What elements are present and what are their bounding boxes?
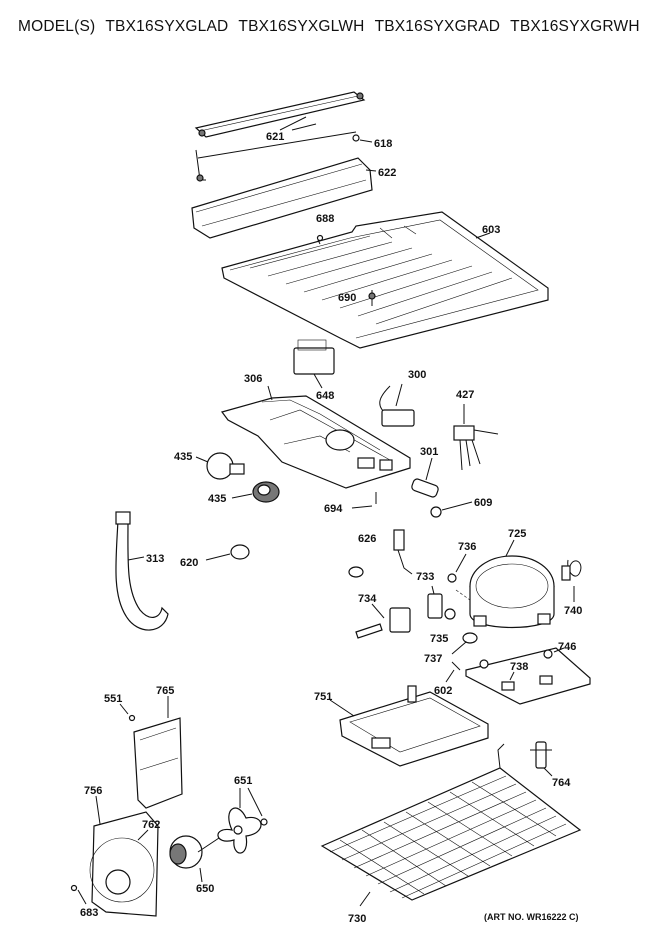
part-label-313: 313	[146, 553, 164, 565]
part-label-734: 734	[358, 593, 377, 605]
part-label-435-socket: 435	[208, 493, 226, 505]
part-label-735: 735	[430, 633, 448, 645]
part-label-737: 737	[424, 653, 442, 665]
part-label-300: 300	[408, 369, 426, 381]
part-626	[348, 529, 413, 578]
model-list-header: MODEL(S) TBX16SYXGLAD TBX16SYXGLWH TBX16SYX…	[18, 18, 668, 36]
part-736	[447, 553, 467, 583]
screw-683	[70, 884, 87, 905]
model-number: TBX16SYXGRWH	[510, 18, 640, 35]
fan-blade-651	[217, 787, 268, 854]
part-label-620: 620	[180, 557, 198, 569]
part-620	[205, 544, 250, 561]
mounting-plate-746	[465, 647, 591, 705]
part-label-733: 733	[416, 571, 434, 583]
screw-694	[351, 492, 377, 509]
part-label-609: 609	[474, 497, 492, 509]
capacitor-734	[355, 603, 411, 639]
part-label-626: 626	[358, 533, 376, 545]
part-label-688: 688	[316, 213, 334, 225]
screw-551	[119, 703, 136, 722]
connector-427	[453, 404, 499, 471]
part-label-762: 762	[142, 819, 160, 831]
part-label-690: 690	[338, 292, 356, 304]
compressor-725	[455, 539, 555, 628]
part-label-306: 306	[244, 373, 262, 385]
part-label-764: 764	[552, 777, 571, 789]
part-label-602: 602	[434, 685, 452, 697]
part-label-301: 301	[420, 446, 438, 458]
cover-765	[133, 696, 183, 809]
grommet-737	[451, 632, 478, 655]
part-label-603: 603	[482, 224, 500, 236]
rail-assembly	[194, 91, 373, 143]
part-label-683: 683	[80, 907, 98, 919]
part-label-725: 725	[508, 528, 526, 540]
shelf-603	[221, 211, 549, 349]
model-number: TBX16SYXGLAD	[105, 18, 229, 35]
part-label-648: 648	[316, 390, 334, 402]
part-label-730: 730	[348, 913, 366, 925]
part-label-738: 738	[510, 661, 528, 673]
part-number-labels: 621 618 622 688 603 690 648 306 300 427 …	[80, 131, 582, 925]
overload-735	[444, 608, 456, 620]
drain-tube-313	[115, 511, 169, 631]
part-label-622: 622	[378, 167, 396, 179]
light-socket-435	[231, 481, 280, 503]
part-label-650: 650	[196, 883, 214, 895]
part-label-746: 746	[558, 641, 576, 653]
fan-shroud-756	[89, 795, 159, 917]
relay-733	[427, 585, 443, 619]
drain-pan-751	[329, 685, 489, 767]
damper-shaft	[195, 131, 357, 182]
part-label-740: 740	[564, 605, 582, 617]
part-label-736: 736	[458, 541, 476, 553]
part-label-551: 551	[104, 693, 122, 705]
screw-602	[445, 661, 461, 683]
part-label-621: 621	[266, 131, 284, 143]
part-764	[530, 741, 553, 777]
art-number: (ART NO. WR16222 C)	[484, 912, 579, 922]
model-prefix: MODEL(S)	[18, 18, 96, 35]
model-number: TBX16SYXGRAD	[374, 18, 501, 35]
fan-motor-650	[169, 835, 223, 883]
part-301	[411, 457, 439, 498]
part-label-427: 427	[456, 389, 474, 401]
part-label-765: 765	[156, 685, 174, 697]
part-label-756: 756	[84, 785, 102, 797]
part-label-435-bulb: 435	[174, 451, 192, 463]
trough-622	[191, 157, 377, 239]
part-label-751: 751	[314, 691, 332, 703]
model-number: TBX16SYXGLWH	[238, 18, 365, 35]
part-609	[430, 501, 473, 518]
part-label-651: 651	[234, 775, 252, 787]
part-label-618: 618	[374, 138, 392, 150]
part-label-694: 694	[324, 503, 343, 515]
housing-306	[220, 385, 411, 489]
clip-740	[561, 559, 582, 602]
switch-300	[379, 383, 415, 427]
condenser-coil-730	[320, 743, 582, 907]
control-648	[293, 339, 335, 389]
light-bulb-435	[195, 452, 245, 480]
